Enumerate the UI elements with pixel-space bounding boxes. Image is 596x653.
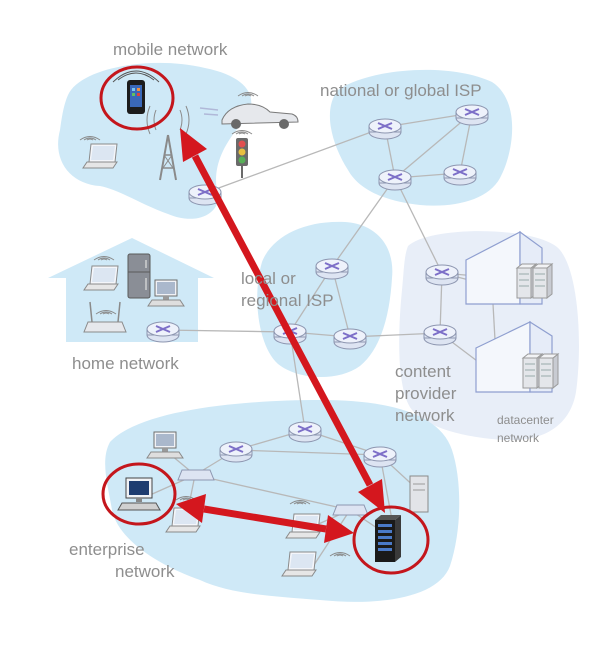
- enterprise-network-label: enterprise network: [69, 540, 175, 581]
- enterprise-server-highlight: [352, 505, 430, 575]
- enterprise-server-icon: [375, 515, 401, 562]
- mobile-network-label: mobile network: [113, 40, 228, 59]
- connection-arrow-mobile-to-server: [180, 128, 385, 513]
- router: [363, 446, 397, 468]
- mobile-phone-icon: [112, 70, 160, 114]
- datacenter-label-line2: network: [497, 431, 540, 445]
- regional-isp-label-line2: regional ISP: [241, 291, 334, 310]
- mobile-phone-highlight: [99, 65, 175, 131]
- router: [378, 169, 412, 191]
- regional-isp-label: local or regional ISP: [241, 269, 334, 310]
- mobile-network-region: [58, 62, 252, 219]
- content-provider-label-line3: network: [395, 406, 455, 425]
- datacenter-label-line1: datacenter: [497, 413, 554, 427]
- server-rack-icon: [538, 353, 559, 389]
- enterprise-desktop-icon: [117, 477, 161, 511]
- router: [315, 258, 349, 280]
- regional-isp-label-line1: local or: [241, 269, 296, 288]
- router: [288, 421, 322, 443]
- server-rack-icon: [532, 263, 553, 299]
- home-network-label: home network: [72, 354, 179, 373]
- cell-tower-icon: [146, 105, 190, 181]
- enterprise-label-line2: network: [115, 562, 175, 581]
- server-tower-icon: [409, 475, 429, 513]
- connection-arrow-desktop-to-server: [176, 494, 354, 543]
- router: [455, 104, 489, 126]
- wireless-router-icon: [83, 301, 127, 333]
- content-provider-label: content provider network: [395, 362, 461, 425]
- router: [443, 164, 477, 186]
- router: [425, 264, 459, 286]
- national-isp-label: national or global ISP: [320, 81, 482, 100]
- datacenter-label: datacenter network: [497, 413, 557, 445]
- traffic-light-icon: [236, 138, 248, 178]
- enterprise-desktop-highlight: [101, 462, 177, 526]
- refrigerator-icon: [127, 253, 151, 299]
- car-icon: [199, 103, 299, 129]
- content-provider-label-line1: content: [395, 362, 451, 381]
- router: [146, 321, 180, 343]
- router: [368, 118, 402, 140]
- enterprise-label-line1: enterprise: [69, 540, 145, 559]
- router: [219, 441, 253, 463]
- router: [423, 324, 457, 346]
- switch: [177, 469, 369, 516]
- router: [333, 328, 367, 350]
- content-provider-label-line2: provider: [395, 384, 457, 403]
